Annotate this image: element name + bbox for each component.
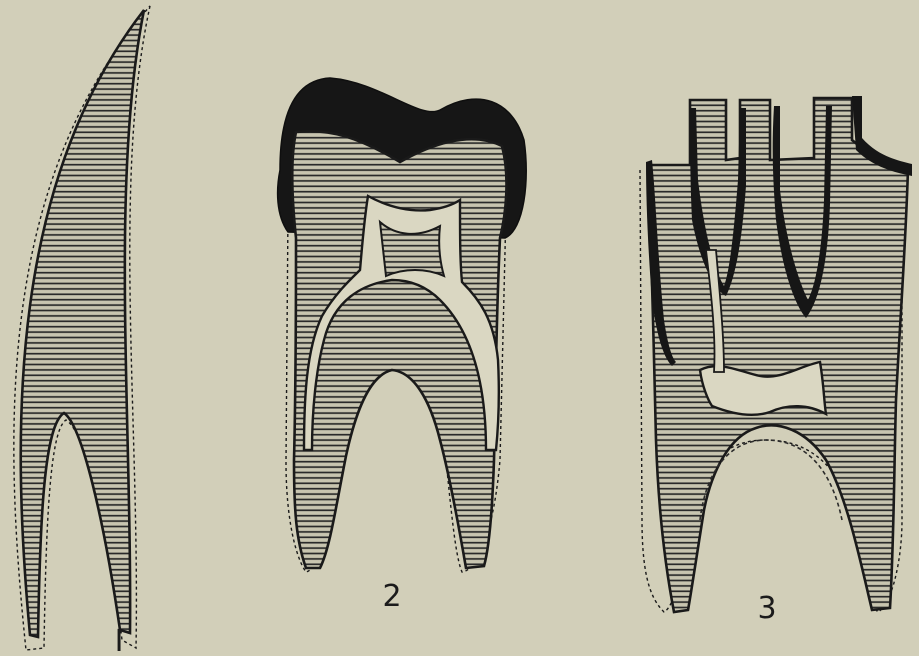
figure-2-label: 2 [382,579,401,614]
figure-3-label: 3 [757,591,776,626]
figure-3-tooth [640,96,912,612]
figure-1-tooth [14,6,150,650]
figure-1-label: I [115,624,124,656]
figure-1-dentine [21,10,144,637]
figure-2-tooth [278,78,527,572]
